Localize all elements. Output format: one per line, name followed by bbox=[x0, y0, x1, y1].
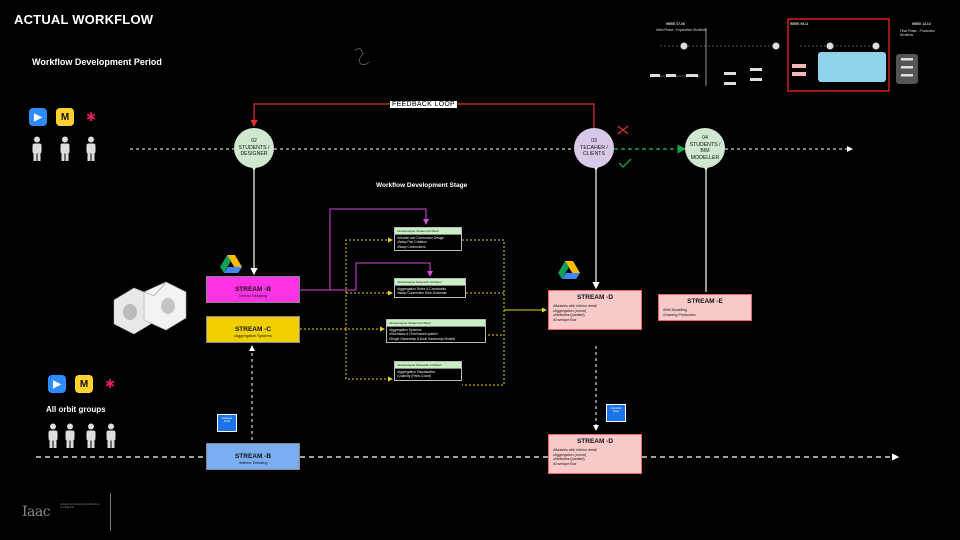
group-item: •Wasp Connection Rule Grammar bbox=[397, 291, 447, 296]
stream-b-box: STREAM -B Interior Detailing bbox=[206, 276, 300, 303]
node-teacher-clients: 03 TECAHER / CLIENTS bbox=[574, 128, 614, 168]
person-icon bbox=[86, 423, 96, 448]
minimap-week-label: WEEK 09-11 bbox=[790, 22, 809, 26]
group-item: •Quantity (Parts Count) bbox=[397, 374, 431, 379]
group-box-module-design: •Grasshopper Student Architect •Module a… bbox=[394, 227, 462, 252]
minimap-final-label: Final Phase - Production Workflow bbox=[900, 29, 935, 37]
stream-b-bottom-title: STREAM -B bbox=[234, 453, 272, 460]
stream-d-item: •Modules with interior detail bbox=[553, 447, 597, 452]
group-item: •Wasp Part Creation bbox=[397, 240, 427, 245]
google-drive-icon bbox=[220, 255, 242, 273]
node-students-designer: 02 STUDENTS / DESIGNER bbox=[234, 128, 274, 168]
minimap-lines bbox=[650, 18, 918, 92]
person-icon bbox=[48, 423, 58, 448]
stream-d-item: •Modules with interior detail bbox=[553, 303, 597, 308]
zoom-icon: ▶ bbox=[48, 375, 66, 393]
person-icon bbox=[32, 136, 42, 161]
group-header: •Grasshopper Research Architect bbox=[395, 362, 461, 370]
group-item: •Single Ownership & Dual Ownership Model… bbox=[389, 336, 456, 341]
group-header: •Grasshopper Research Architect bbox=[395, 279, 465, 287]
footer-divider bbox=[110, 493, 111, 531]
feedback-loop-label: FEEDBACK LOOP bbox=[390, 101, 458, 108]
stream-d-bottom-box: STREAM -D •Modules with interior detail … bbox=[548, 434, 642, 474]
stage-title: Workflow Development Stage bbox=[376, 182, 468, 189]
google-drive-icon bbox=[558, 261, 580, 279]
group-item: •Wasp Connections bbox=[397, 244, 426, 249]
stream-e-item: •Drawing Production bbox=[663, 312, 696, 317]
period-subtitle: Workflow Development Period bbox=[32, 57, 162, 67]
minimap-week-label: WEEK 07-08 bbox=[666, 22, 685, 26]
module-3d-model-image bbox=[113, 281, 187, 335]
person-icon bbox=[86, 136, 96, 161]
stream-d-item: •Aggregation (noma) bbox=[553, 452, 587, 457]
stream-b-bottom-subtitle: •Interior Detailing bbox=[238, 461, 268, 465]
miro-icon: M bbox=[56, 108, 74, 126]
orbit-groups-label: All orbit groups bbox=[46, 405, 106, 414]
slack-icon: ✱ bbox=[85, 110, 97, 124]
group-box-aggregation-rules: •Grasshopper Research Architect •Aggrega… bbox=[394, 278, 466, 298]
autodesk-drive-icon: Autodesk Drive bbox=[217, 414, 237, 432]
person-icon bbox=[60, 136, 70, 161]
group-box-aggregation-systems: •Grasshopper Student Architect •Aggregat… bbox=[386, 319, 486, 344]
group-item: •Module and Connection Design bbox=[397, 236, 445, 241]
miro-icon: M bbox=[75, 375, 93, 393]
stream-c-subtitle: •Aggregation Systems bbox=[234, 334, 272, 338]
stream-d-title: STREAM -D bbox=[576, 294, 614, 301]
group-item: •Aggregation Rules & Constraints bbox=[397, 287, 446, 292]
stream-c-box: STREAM -C •Aggregation Systems bbox=[206, 316, 300, 343]
autodesk-drive-icon: Autodesk Drive bbox=[606, 404, 626, 422]
stream-e-item: •BIM Modelling bbox=[663, 307, 688, 312]
page-title: ACTUAL WORKFLOW bbox=[14, 12, 154, 27]
stream-e-title: STREAM -E bbox=[687, 298, 723, 305]
stream-d-item: •Attributes (parakel) bbox=[553, 457, 585, 462]
group-header: •Grasshopper Student Architect bbox=[395, 228, 461, 236]
group-item: •Aggregation Systems bbox=[389, 328, 422, 333]
stream-b-bottom-box: STREAM -B •Interior Detailing bbox=[206, 443, 300, 470]
person-icon bbox=[106, 423, 116, 448]
stream-e-box: STREAM -E •BIM Modelling •Drawing Produc… bbox=[658, 294, 752, 321]
minimap-phase-label: Initial Phase - Exploration Workflow bbox=[656, 28, 707, 32]
stream-d-box: STREAM -D •Modules with interior detail … bbox=[548, 290, 642, 330]
minimap-week-label: WEEK 12-13 bbox=[912, 22, 931, 26]
stream-d-bottom-title: STREAM -D bbox=[576, 438, 614, 445]
node-bim-modeller: 04 STUDENTS / BIM MODELLER bbox=[685, 128, 725, 168]
stream-d-item: •Envelope Box bbox=[553, 318, 577, 323]
stream-d-item: •Aggregation (noma) bbox=[553, 308, 587, 313]
stream-b-subtitle: Interior Detailing bbox=[239, 294, 267, 298]
group-header: •Grasshopper Student Architect bbox=[387, 320, 485, 328]
stream-d-item: •Envelope Box bbox=[553, 462, 577, 467]
iaac-logo-subtext: Institute for Advanced Architecture of C… bbox=[60, 503, 100, 510]
group-box-aggregation-visualisation: •Grasshopper Research Architect •Aggrega… bbox=[394, 361, 462, 381]
group-item: •Aggregation Visualisation bbox=[397, 370, 436, 375]
iaac-logo: Iaac bbox=[22, 504, 51, 520]
stream-b-title: STREAM -B bbox=[234, 286, 272, 293]
stream-d-item: •Attributes (parakel) bbox=[553, 313, 585, 318]
person-icon bbox=[65, 423, 75, 448]
group-item: •Stochastic & Field based system bbox=[389, 332, 438, 337]
slack-icon: ✱ bbox=[104, 377, 116, 391]
zoom-icon: ▶ bbox=[29, 108, 47, 126]
stream-c-title: STREAM -C bbox=[234, 326, 272, 333]
workflow-minimap: WEEK 07-08 Initial Phase - Exploration W… bbox=[640, 16, 940, 96]
